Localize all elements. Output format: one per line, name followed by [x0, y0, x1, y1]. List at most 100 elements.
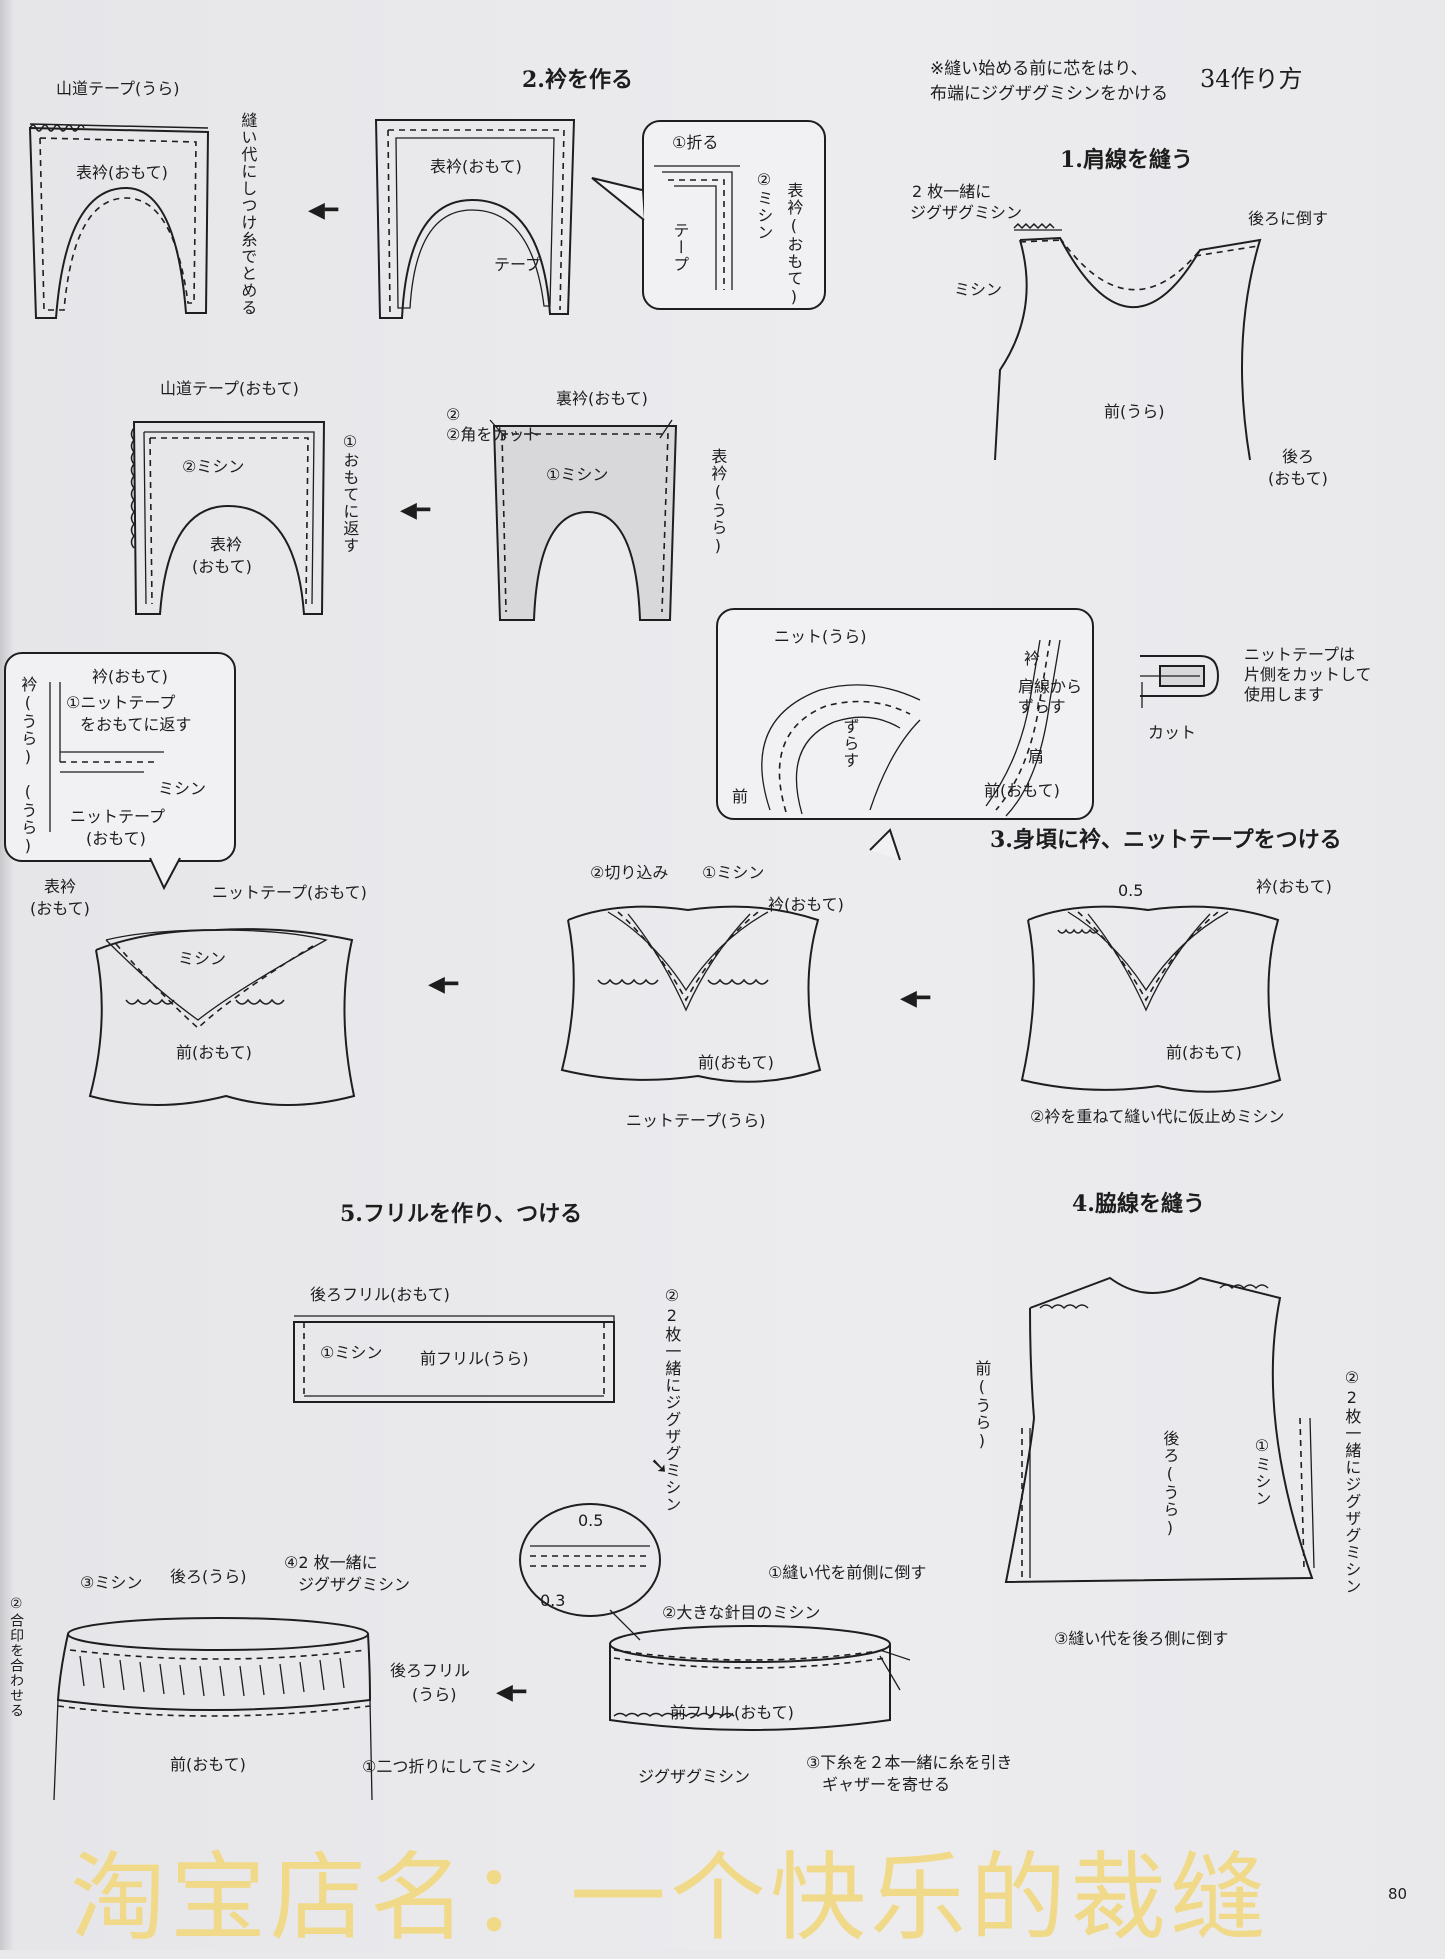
frill-strip-diagram — [293, 1315, 615, 1403]
label-zigzag: ジグザグミシン — [910, 203, 1023, 222]
label-fold-sew: ①二つ折りにしてミシン — [362, 1757, 536, 1776]
label-corner-cut: ②角をカット — [446, 425, 541, 444]
label-sew1: ①ミシン — [546, 465, 609, 484]
label-lb-turn-1: ①ニットテープ — [66, 693, 176, 712]
label-tape-v: テープ — [670, 222, 690, 273]
collar-facing-diagram — [374, 119, 576, 319]
label-collar: 衿 — [1024, 649, 1041, 668]
arrow-left-1: ◀━ — [308, 198, 339, 223]
label-lb-collar: 衿(おもて) — [92, 667, 168, 686]
label-outer-3: 表衿 — [44, 877, 77, 896]
label-fold: ①折る — [672, 133, 719, 152]
label-turn: ①おもてに返す — [340, 432, 360, 554]
label-lb-knit: ニットテープ — [70, 807, 166, 826]
header-note-2: 布端にジグザグミシンをかける — [930, 84, 1168, 104]
label-collar-right-3b: 衿(おもて) — [768, 895, 844, 914]
label-front-wrong-4: 前(うら) — [972, 1360, 992, 1451]
label-under-collar: 裏衿(おもて) — [556, 389, 648, 408]
label-front-right-3c: 前(おもて) — [176, 1043, 252, 1062]
knit-detail-diagram — [761, 639, 1061, 861]
label-zig4a: ④2 枚一緒に — [284, 1553, 378, 1572]
label-measure: 0.5 — [1118, 881, 1144, 900]
arrow-down-right: ➘ — [650, 1454, 669, 1479]
watermark: 淘宝店名：一个快乐的裁缝 — [70, 1842, 1270, 1954]
label-shift-v: ずらす — [840, 718, 860, 769]
label-knit-wrong: ニット(うら) — [774, 627, 867, 646]
label-shift2: ずらす — [1018, 697, 1066, 716]
label-outer: 表衿 — [210, 535, 243, 554]
label-knit-wrong-3: ニットテープ(うら) — [626, 1111, 766, 1130]
tape-detail-diagram — [591, 165, 740, 290]
section-title-2: 2.衿を作る — [522, 67, 633, 93]
label-knit-note-1: ニットテープは — [1244, 645, 1356, 664]
label-back-wrong-5: 後ろ(うら) — [170, 1567, 247, 1586]
label-knit-note-2: 片側をカットして — [1244, 665, 1372, 684]
label-back-frill: 後ろフリル(おもて) — [310, 1285, 450, 1304]
label-press-back-4: ③縫い代を後ろ側に倒す — [1054, 1629, 1229, 1648]
collar-lining-diagram — [489, 419, 678, 621]
label-back-right: (おもて) — [1268, 469, 1328, 488]
label-press-back: 後ろに倒す — [1248, 209, 1329, 228]
label-front-right-3a: 前(おもて) — [1166, 1043, 1242, 1062]
label-tape: テープ — [494, 255, 542, 274]
label-cut: カット — [1148, 723, 1197, 742]
section-title-3: 3.身頃に衿、ニットテープをつける — [990, 827, 1342, 853]
label-lb-wrong: (うら) — [18, 782, 38, 856]
bodice-3-middle — [560, 905, 822, 1083]
header-note-1: ※縫い始める前に芯をはり、 — [930, 59, 1148, 79]
measure-bubble — [519, 1503, 661, 1641]
bodice-3-left — [88, 928, 356, 1106]
label-shoulder: 肩 — [1028, 747, 1045, 766]
side-seam-diagram — [1004, 1276, 1315, 1584]
section-title-5: 5.フリルを作り、つける — [340, 1201, 583, 1227]
label-front-wrong: 前(うら) — [1104, 402, 1165, 421]
label-match: ②合印を合わせる — [8, 1596, 25, 1718]
label-sew-3: ミシン — [178, 949, 227, 968]
label-outer-right: (おもて) — [192, 557, 252, 576]
label-knit-right-3: ニットテープ(おもて) — [212, 883, 367, 902]
label-outer-wrong: 表衿(うら) — [708, 448, 728, 556]
label-back-wrong-4: 後ろ(うら) — [1160, 1430, 1180, 1538]
label-sew2b: ②ミシン — [182, 457, 245, 476]
label-back-frill-wrong-1: 後ろフリル — [390, 1661, 471, 1680]
label-baste: ②衿を重ねて縫い代に仮止めミシン — [1030, 1107, 1285, 1126]
label-lb-collar-wrong: 衿(うら) — [18, 676, 38, 767]
label-lb-sew: ミシン — [158, 779, 207, 798]
knit-turn-diagram — [49, 682, 181, 891]
knit-turn-bubble — [4, 652, 236, 862]
bodice-3-right — [1020, 905, 1282, 1093]
chapter-title: 34作り方 — [1200, 65, 1303, 93]
label-outer-3-right: (おもて) — [30, 899, 90, 918]
label-outer-collar-v: 表衿(おもて) — [784, 182, 804, 307]
label-together: 2 枚一緒に — [912, 182, 992, 201]
label-zigzag-5: ②2枚一緒にジグザグミシン — [662, 1286, 682, 1513]
label-collar-right-3a: 衿(おもて) — [1256, 877, 1332, 896]
label-m05: 0.5 — [578, 1511, 604, 1530]
label-sew: ミシン — [954, 280, 1003, 299]
label-back: 後ろ — [1282, 447, 1315, 466]
label-front: 前 — [732, 787, 749, 806]
label-outer-collar-2: 表衿(おもて) — [430, 157, 522, 176]
collar-turned-diagram — [130, 421, 326, 615]
label-front-right: 前(おもて) — [984, 781, 1060, 800]
front-frill-diagram — [609, 1625, 911, 1731]
label-sew3: ③ミシン — [80, 1573, 143, 1592]
label-zigzag-5b: ジグザグミシン — [638, 1767, 751, 1786]
collar-tape-diagram — [28, 123, 210, 319]
label-tape-wrong: 山道テープ(うら) — [56, 79, 180, 98]
label-clip: ②切り込み — [590, 863, 669, 882]
label-press-front: ①縫い代を前側に倒す — [768, 1563, 927, 1582]
label-gather-1: ③下糸を２本一緒に糸を引き — [806, 1753, 1013, 1772]
label-knit-note-3: 使用します — [1244, 685, 1325, 704]
label-sew1-3: ①ミシン — [702, 863, 765, 882]
label-lb-turn-2: をおもてに返す — [80, 715, 192, 734]
arrow-left-5: ◀━ — [496, 1680, 527, 1705]
label-gather-2: ギャザーを寄せる — [822, 1775, 951, 1794]
knit-detail-bubble — [716, 608, 1094, 820]
label-shift: 肩線から — [1018, 677, 1083, 696]
page-number: 80 — [1388, 1885, 1408, 1903]
shoulder-diagram — [994, 222, 1262, 461]
label-front-frill-wrong: 前フリル(うら) — [420, 1349, 529, 1368]
label-zig4b: ジグザグミシン — [298, 1575, 411, 1594]
